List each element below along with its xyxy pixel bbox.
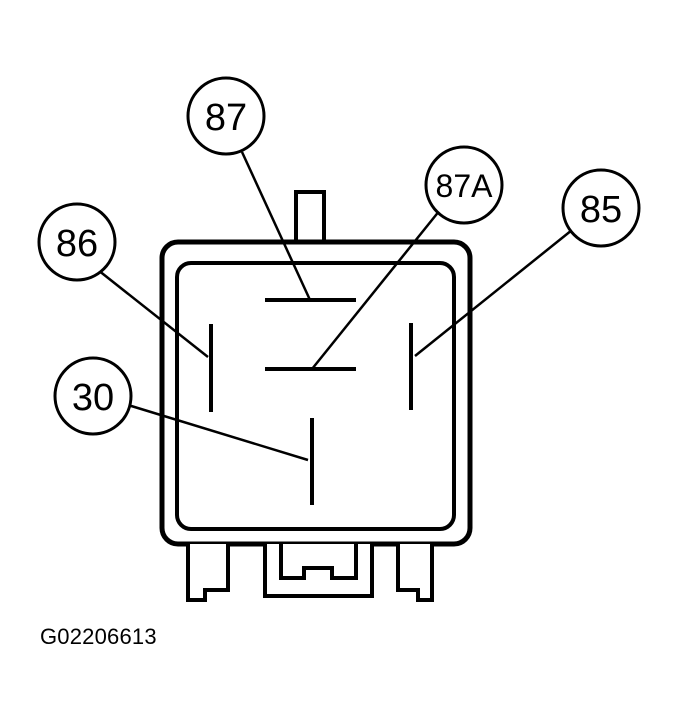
relay-top-tab <box>294 190 326 244</box>
callout-30: 30 <box>53 356 133 436</box>
terminal-blades <box>209 298 413 505</box>
leader-86 <box>97 269 209 358</box>
pin-label-87: 87 <box>205 97 247 139</box>
callout-85: 85 <box>561 168 641 248</box>
pin-label-85: 85 <box>580 189 622 231</box>
callout-87a: 87A <box>424 145 504 225</box>
relay-bottom-connector <box>186 544 434 602</box>
callout-87: 87 <box>186 76 266 156</box>
leader-87 <box>240 151 312 301</box>
callout-86: 86 <box>37 202 117 282</box>
pin-label-87a: 87A <box>436 168 494 204</box>
leader-87a <box>311 209 441 370</box>
leader-lines <box>97 151 573 462</box>
figure-id: G02206613 <box>40 624 157 649</box>
leader-85 <box>414 229 573 357</box>
pin-label-30: 30 <box>72 377 114 419</box>
relay-housing <box>159 239 473 547</box>
leader-30 <box>127 403 309 462</box>
pin-label-86: 86 <box>56 223 98 265</box>
